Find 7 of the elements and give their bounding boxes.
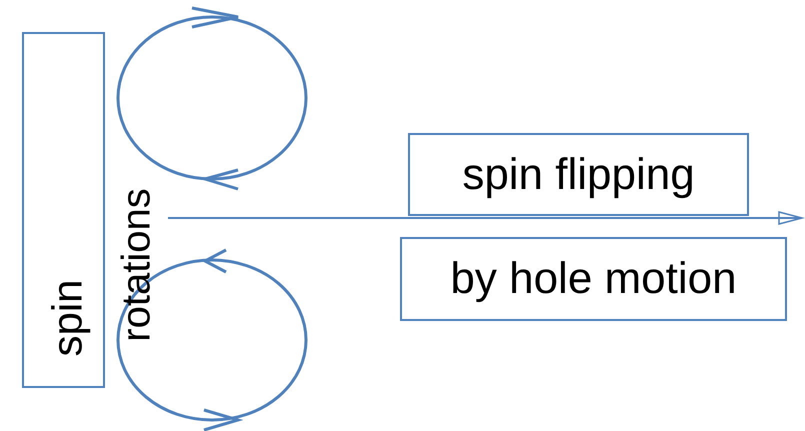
box-text: by hole motion xyxy=(450,257,737,301)
text-box xyxy=(400,237,787,321)
text-box xyxy=(22,32,105,388)
box-text: spin flipping xyxy=(462,152,695,196)
text-box xyxy=(408,133,749,216)
rotated-label: rotations xyxy=(117,188,157,342)
box-text: spin xyxy=(47,279,89,357)
